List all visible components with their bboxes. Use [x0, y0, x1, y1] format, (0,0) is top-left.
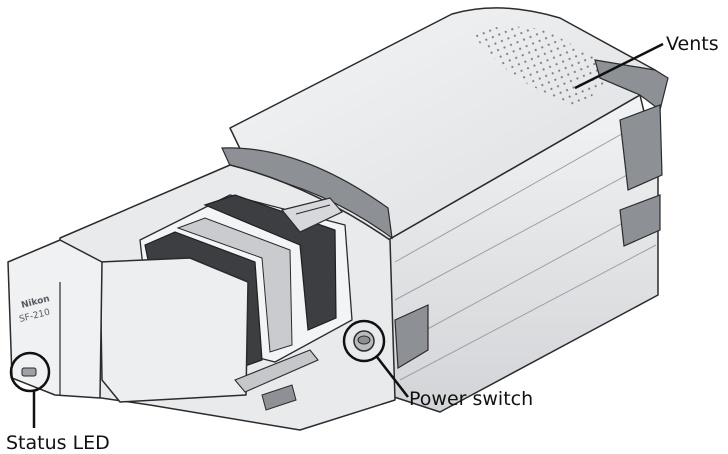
side-bumper-bottom — [619, 194, 661, 247]
grip-ridge — [295, 204, 331, 215]
side-bumper-top — [619, 104, 663, 191]
side-ribbing — [394, 117, 657, 381]
status-led-light — [21, 367, 37, 377]
status-led-label: Status LED — [6, 432, 110, 454]
power-switch — [353, 330, 375, 352]
callout-status-led: Status LED — [6, 351, 110, 454]
power-leader-line — [376, 356, 409, 398]
vent-grille — [470, 26, 620, 109]
vents-label: Vents — [666, 33, 719, 55]
slide-feeder-adapter: Nikon SF-210 — [7, 164, 396, 431]
bottom-slider — [234, 349, 319, 393]
vents-leader-line — [574, 42, 664, 90]
status-led-highlight — [9, 351, 51, 393]
power-switch-cap — [357, 335, 371, 345]
feeder-grip — [280, 197, 343, 233]
power-switch-label: Power switch — [409, 388, 533, 410]
adapter-front-housing — [99, 257, 249, 403]
power-switch-highlight — [342, 319, 386, 363]
slider-knob — [261, 384, 297, 411]
callout-vents: Vents — [574, 33, 719, 90]
callout-power-switch: Power switch — [342, 319, 533, 410]
side-bumper-front — [394, 304, 429, 370]
status-led — [21, 367, 37, 377]
slide-light-strip — [176, 217, 293, 353]
